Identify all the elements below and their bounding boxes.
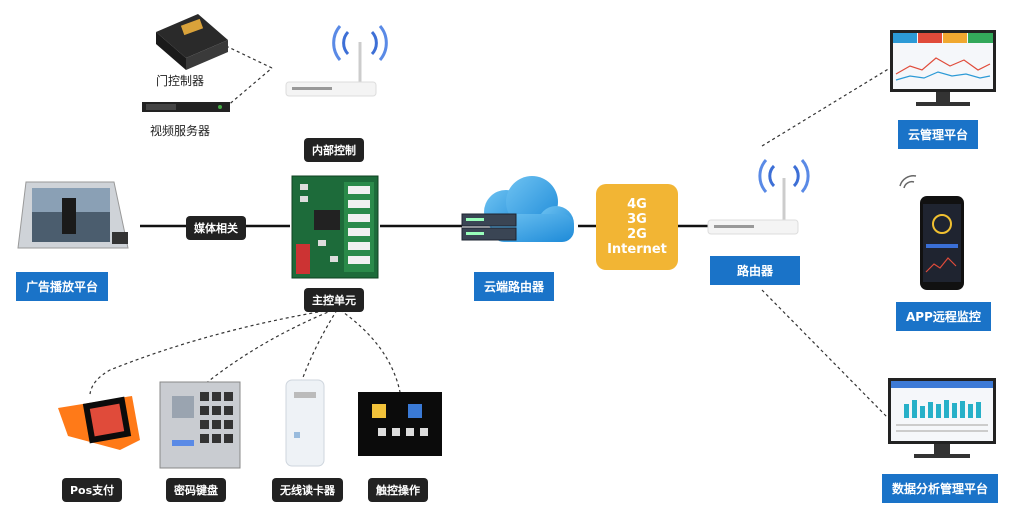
main-control-label: 主控单元 [304,288,364,312]
video-server-device [142,102,230,112]
link-router-cloudplatform [761,67,891,147]
network-2g: 2G [627,227,647,242]
network-3g: 3G [627,212,647,227]
touch-panel-device [358,392,442,456]
cloud-platform-label: 云管理平台 [898,120,979,149]
main-router-device [707,159,810,235]
door-controller-device [156,14,228,70]
link-router-dataplatform [761,289,889,419]
media-label: 媒体相关 [186,216,246,240]
phone-device [899,175,964,290]
ad-platform-label: 广告播放平台 [16,272,109,301]
keypad-device [159,381,241,469]
touch-label: 触控操作 [368,478,428,502]
internal-control-label: 内部控制 [304,138,364,162]
network-types-box: 4G 3G 2G Internet [596,184,678,270]
link-main-pos [89,309,331,395]
video-server-label: 视频服务器 [150,124,211,138]
pos-device [58,396,140,450]
network-4g: 4G [627,197,647,212]
internal-wifi-router-device [285,25,388,97]
keypad-label: 密码键盘 [166,478,226,502]
link-door-wifi [225,45,273,69]
cloud-platform-monitor [890,30,996,106]
card-reader-device [285,379,325,467]
pos-label: Pos支付 [62,478,123,502]
data-analysis-monitor [888,378,996,458]
cloud-router-device [461,176,574,242]
router-label: 路由器 [710,256,800,285]
link-main-reader [301,309,338,381]
link-main-touch [339,309,401,393]
data-platform-label: 数据分析管理平台 [882,474,999,503]
door-controller-label: 门控制器 [156,74,205,88]
link-video-wifi [225,67,273,108]
network-internet: Internet [607,242,667,257]
card-reader-label: 无线读卡器 [272,478,343,502]
link-main-keypad [204,309,334,385]
app-monitor-label: APP远程监控 [896,302,991,331]
cloud-router-label: 云端路由器 [474,272,555,301]
main-control-board-device [291,175,379,279]
ad-screen-device [17,181,129,249]
dashed-links [89,45,891,419]
